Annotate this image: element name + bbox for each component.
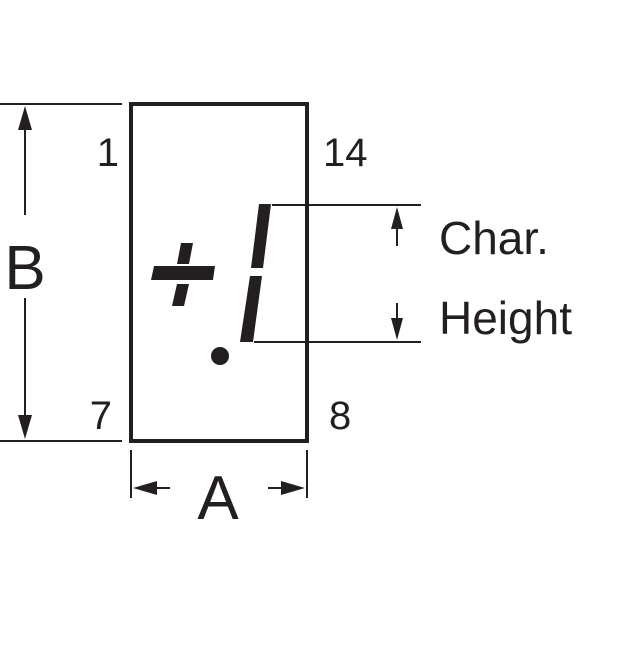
pin-1-label: 1 [97,131,119,175]
package-outline [129,102,309,443]
dimension-b-label: B [4,234,45,303]
arrow-up-icon [18,106,32,130]
plus-minus-glyph [151,243,215,306]
arrow-down-icon [391,318,403,340]
char-height-label-line2: Height [439,292,572,344]
char-height-dimension [254,204,421,343]
arrow-right-icon [281,481,305,495]
pin-8-label: 8 [329,394,351,438]
decimal-point-glyph [211,347,229,365]
pin-7-label: 7 [90,394,112,438]
char-height-label-line1: Char. [439,212,549,264]
arrow-up-icon [391,207,403,229]
dimension-a [130,450,308,498]
arrow-down-icon [18,415,32,439]
pin-14-label: 14 [323,131,368,175]
digit-one-glyph [240,204,271,342]
arrow-left-icon [133,481,157,495]
dimension-b [0,103,122,442]
dimension-a-label: A [197,464,239,533]
